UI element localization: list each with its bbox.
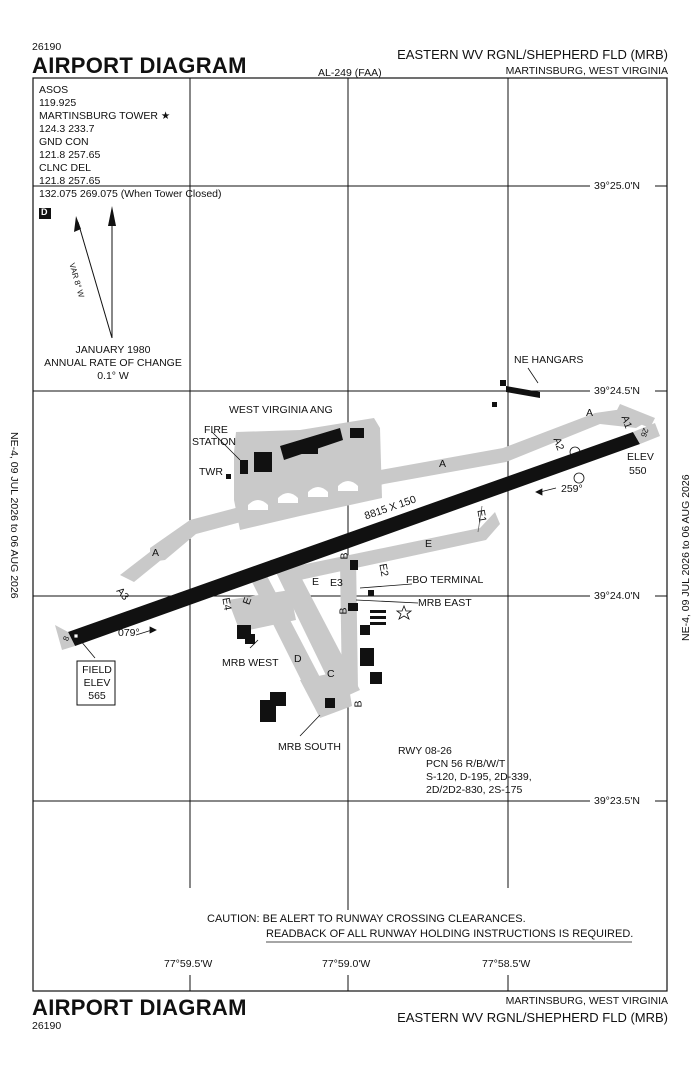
magvar-line: 0.1° W	[97, 370, 129, 382]
latitude-label: 39°24.5'N	[594, 385, 640, 397]
freq-line: 121.8 257.65	[39, 175, 101, 187]
field-elev-line: ELEV	[83, 677, 111, 689]
footer-title: AIRPORT DIAGRAM	[32, 995, 247, 1020]
taxiway-label-b: B	[352, 700, 365, 708]
taxiway-label-e2: E2	[376, 562, 391, 578]
freq-line: 124.3 233.7	[39, 123, 95, 135]
chart-frame	[32, 77, 668, 992]
freq-line: 119.925	[39, 97, 77, 109]
longitude-label: 77°58.5'W	[482, 958, 531, 970]
taxiway-label-a: A	[439, 458, 447, 470]
field-elevation: FIELD ELEV 565	[78, 664, 116, 703]
label-mrb-west: MRB WEST	[222, 657, 279, 669]
footer-doc-number: 26190	[32, 1020, 62, 1032]
taxiway-label-e3: E3	[330, 577, 343, 589]
label-mrb-south: MRB SOUTH	[278, 741, 341, 753]
apron-details	[248, 481, 358, 510]
taxiway-label-d: D	[294, 653, 302, 665]
al-number: AL-249 (FAA)	[318, 67, 382, 79]
label-elev-east-value: 550	[629, 465, 647, 477]
runway-info-line: PCN 56 R/B/W/T	[426, 758, 506, 770]
footer-city: MARTINSBURG, WEST VIRGINIA	[505, 995, 668, 1007]
freq-line: 121.8 257.65	[39, 149, 101, 161]
field-elev-line: FIELD	[82, 664, 112, 676]
label-fire-station: STATION	[192, 436, 236, 448]
label-tower: TWR	[199, 466, 223, 478]
label-fire-station: FIRE	[204, 424, 228, 436]
taxiway-label-c: C	[327, 668, 335, 680]
freq-line: MARTINSBURG TOWER ★	[39, 110, 171, 122]
taxiway-label-a: A	[586, 407, 594, 419]
field-elev-box	[76, 660, 116, 706]
taxiway-label-e: E	[312, 576, 320, 588]
label-fbo-terminal: FBO TERMINAL	[406, 574, 484, 586]
label-heading-259: 259°	[561, 483, 583, 495]
caution-line-2: READBACK OF ALL RUNWAY HOLDING INSTRUCTI…	[266, 928, 634, 940]
magvar-line: ANNUAL RATE OF CHANGE	[44, 357, 182, 369]
freq-line: 132.075 269.075 (When Tower Closed)	[39, 188, 222, 200]
longitude-label: 77°59.5'W	[164, 958, 213, 970]
footer-airport-name: EASTERN WV RGNL/SHEPHERD FLD (MRB)	[397, 1010, 668, 1025]
magnetic-variation-arrows	[74, 206, 116, 339]
taxiway-label-e4: E4	[219, 596, 234, 612]
runway-info-line: RWY 08-26	[398, 745, 452, 757]
taxiway-label-e1: E1	[474, 508, 489, 524]
magvar-line: JANUARY 1980	[75, 344, 151, 356]
taxiway-label-b: B	[338, 552, 351, 560]
page-title: AIRPORT DIAGRAM	[32, 53, 247, 78]
class-d-label: D	[41, 207, 48, 217]
freq-line: GND CON	[39, 136, 89, 148]
latitude-label: 39°23.5'N	[594, 795, 640, 807]
label-elev-east: ELEV	[627, 451, 654, 463]
pavement	[120, 404, 655, 718]
buildings	[226, 380, 540, 722]
runway-overrun-west	[55, 625, 75, 650]
freq-line: CLNC DEL	[39, 162, 91, 174]
label-heading-079: 079°	[118, 627, 140, 639]
taxiway-label-a: A	[152, 547, 160, 559]
magvar-note: JANUARY 1980 ANNUAL RATE OF CHANGE 0.1° …	[38, 344, 188, 383]
label-ne-hangars: NE HANGARS	[514, 354, 584, 366]
label-west-virginia-ang: WEST VIRGINIA ANG	[229, 404, 333, 416]
latitude-label: 39°25.0'N	[594, 180, 640, 192]
field-elev-value: 565	[88, 690, 106, 702]
runway-info: RWY 08-26 PCN 56 R/B/W/T S-120, D-195, 2…	[398, 745, 532, 797]
doc-number-top: 26190	[32, 41, 62, 53]
runway-info-line: S-120, D-195, 2D-339,	[426, 771, 532, 783]
latitude-label: 39°24.0'N	[594, 590, 640, 602]
runway-info-line: 2D/2D2-830, 2S-175	[426, 784, 523, 796]
leader-lines	[79, 367, 557, 737]
taxiway-label-e: E	[425, 538, 433, 550]
airport-city: MARTINSBURG, WEST VIRGINIA	[505, 65, 668, 77]
runway-08-26	[68, 432, 640, 646]
longitude-label: 77°59.0'W	[322, 958, 371, 970]
airport-name: EASTERN WV RGNL/SHEPHERD FLD (MRB)	[397, 47, 668, 62]
taxiway-label-b: B	[337, 607, 350, 615]
runway-overrun-east	[633, 423, 660, 444]
caution-line-1: CAUTION: BE ALERT TO RUNWAY CROSSING CLE…	[207, 913, 526, 925]
class-d-box	[39, 208, 51, 219]
frequency-list: ASOS 119.925 MARTINSBURG TOWER ★ 124.3 2…	[39, 84, 222, 201]
label-mrb-east: MRB EAST	[418, 597, 472, 609]
freq-line: ASOS	[39, 84, 69, 96]
